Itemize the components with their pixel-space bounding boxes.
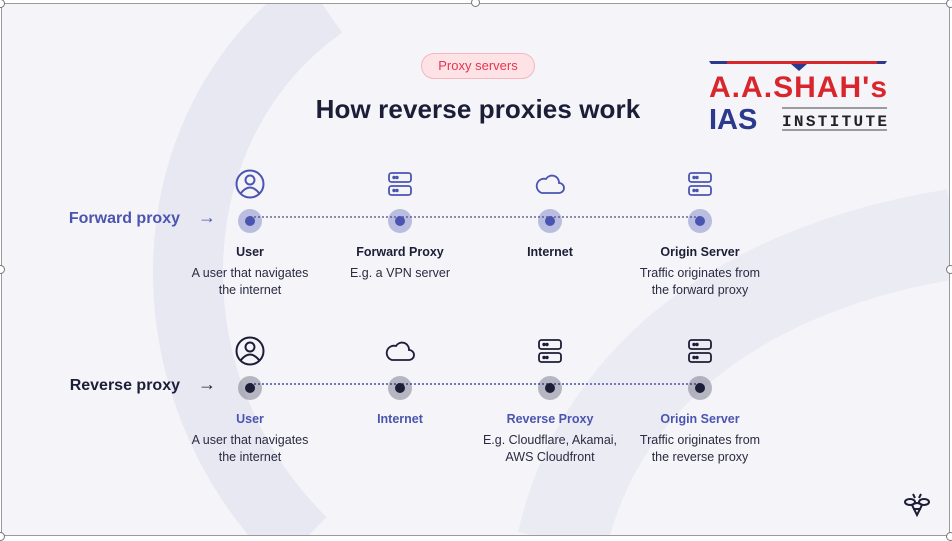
resize-handle[interactable] [0,265,5,274]
node-dot [538,209,562,233]
resize-handle[interactable] [946,532,952,541]
user-icon [234,335,266,367]
node-dot [538,376,562,400]
server-icon [534,335,566,367]
server-icon [384,168,416,200]
cloud-icon [384,335,416,367]
node-title: Forward Proxy [356,245,444,259]
slide: Proxy servers How reverse proxies work A… [1,3,950,536]
institute-logo: A.A.SHAH's IAS INSTITUTE [707,59,892,136]
server-icon [684,168,716,200]
connector-line [250,383,700,385]
bee-logo-icon [904,493,930,517]
node-dot [238,209,262,233]
node-title: Internet [527,245,573,259]
resize-handle[interactable] [0,532,5,541]
node-description: the internet [218,282,282,297]
node-description: Traffic originates from [639,433,761,447]
row-label: Reverse proxy [69,377,180,394]
node-description: AWS Cloudfront [505,449,595,464]
svg-text:INSTITUTE: INSTITUTE [782,113,887,131]
svg-text:IAS: IAS [709,104,757,134]
resize-handle[interactable] [946,265,952,274]
node-description: Traffic originates from [639,266,761,280]
server-icon [684,335,716,367]
node-description: the internet [218,449,282,464]
node-title: User [236,412,264,426]
node-dot [688,376,712,400]
node-dot [238,376,262,400]
node-description: A user that navigates [191,266,309,280]
resize-handle[interactable] [946,0,952,8]
node-title: User [236,245,264,259]
row-label: Forward proxy [68,210,180,227]
background-arcs [153,4,949,535]
resize-handle[interactable] [471,0,480,7]
arrow-right-icon: → [198,374,216,394]
node-title: Reverse Proxy [506,412,594,426]
node-title: Origin Server [660,412,740,426]
cloud-icon [534,168,566,200]
node-description: E.g. Cloudflare, Akamai, [482,433,618,447]
node-dot [388,376,412,400]
svg-text:A.A.SHAH's: A.A.SHAH's [709,71,887,104]
node-description: the reverse proxy [651,449,749,464]
resize-handle[interactable] [0,0,5,8]
node-dot [688,209,712,233]
topic-tag: Proxy servers [421,53,535,79]
node-title: Internet [377,412,423,426]
arrow-right-icon: → [198,207,216,227]
connector-line [250,216,700,218]
user-icon [234,168,266,200]
node-dot [388,209,412,233]
node-title: Origin Server [660,245,740,259]
node-description: the forward proxy [651,282,749,297]
node-description: E.g. a VPN server [349,266,451,280]
page-title: How reverse proxies work [315,94,641,124]
node-description: A user that navigates [191,433,309,447]
